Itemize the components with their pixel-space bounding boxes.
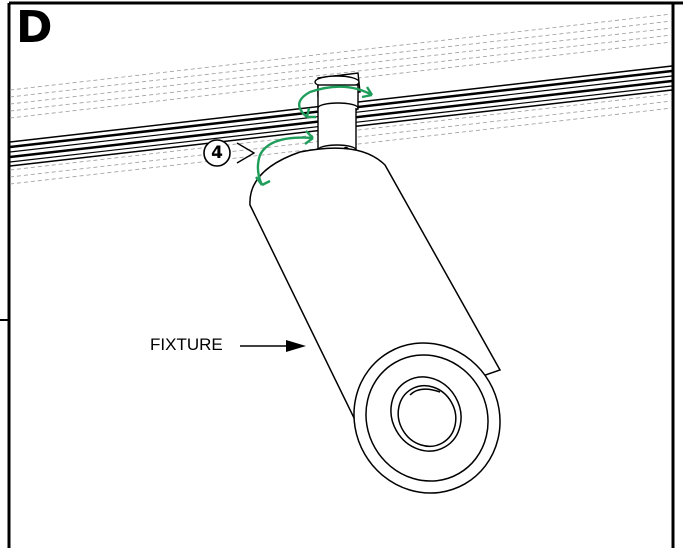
fixture-body xyxy=(249,147,502,494)
rotation-arrow-icon xyxy=(298,85,374,119)
fixture-label: FIXTURE xyxy=(150,335,223,354)
panel-letter: D xyxy=(16,2,53,53)
step-number: 4 xyxy=(211,143,223,163)
track-adapter xyxy=(314,72,377,173)
pointer-arrow-icon xyxy=(240,340,306,352)
rotation-arrow-icon xyxy=(255,130,314,187)
step-callout xyxy=(203,139,256,167)
